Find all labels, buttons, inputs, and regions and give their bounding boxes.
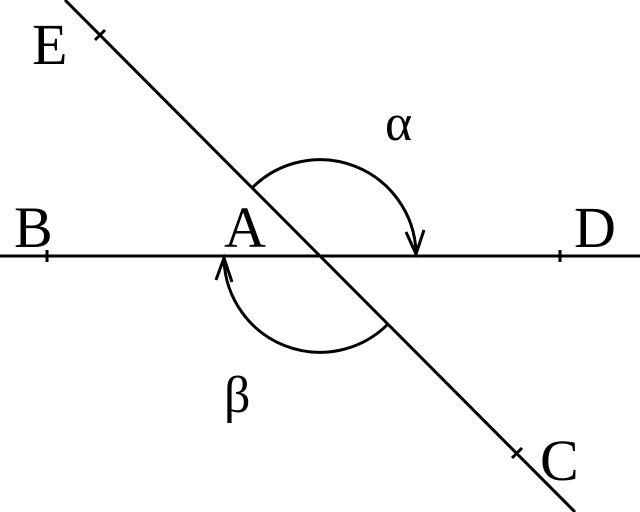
label-c: C: [540, 428, 579, 493]
line-ec: [63, 0, 577, 512]
label-b: B: [14, 195, 53, 260]
label-d: D: [574, 195, 616, 260]
label-alpha: α: [385, 95, 412, 152]
tick-e: [93, 28, 107, 42]
arc-beta: [222, 259, 390, 354]
arrow-alpha: [404, 229, 426, 259]
tick-c: [510, 446, 524, 460]
label-a: A: [224, 195, 266, 260]
label-e: E: [32, 12, 67, 77]
arrow-beta: [214, 253, 234, 283]
arc-alpha: [250, 158, 418, 253]
label-beta: β: [224, 367, 250, 424]
